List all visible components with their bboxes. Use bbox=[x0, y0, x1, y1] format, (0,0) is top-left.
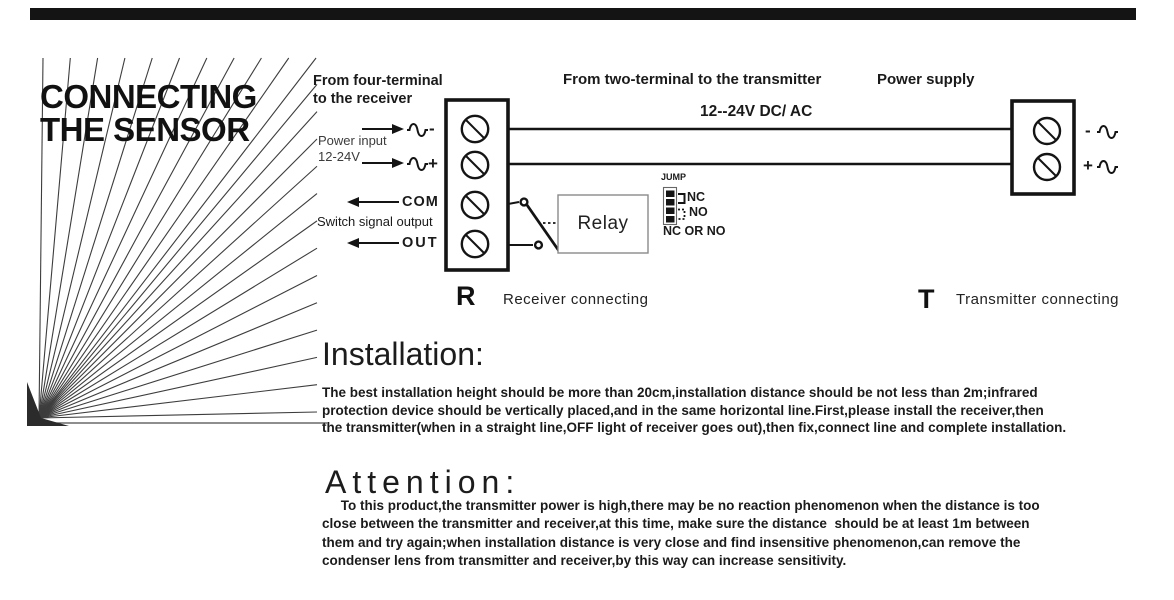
jumper-no-bracket bbox=[678, 208, 686, 220]
out-label: OUT bbox=[402, 235, 439, 251]
transmitter-letter: T bbox=[918, 284, 935, 314]
from-two-terminal-label: From two-terminal to the transmitter bbox=[563, 71, 822, 88]
screw-terminal-icon bbox=[460, 190, 490, 220]
attention-body: To this product,the transmitter power is… bbox=[322, 498, 1040, 569]
receiver-caption: Receiver connecting bbox=[503, 291, 649, 308]
receiver-plus-sign: + bbox=[428, 154, 438, 173]
power-supply-label: Power supply bbox=[877, 71, 975, 88]
transmitter-caption: Transmitter connecting bbox=[956, 291, 1120, 308]
screw-terminal-icon bbox=[1032, 152, 1062, 182]
jumper-nc-label: NC bbox=[687, 190, 706, 204]
ac-sine-icon bbox=[1097, 125, 1118, 139]
power-input-label-line1: Power input bbox=[318, 133, 387, 148]
relay-box bbox=[557, 194, 649, 254]
sunburst-graphic bbox=[27, 57, 327, 426]
page-title: CONNECTING THE SENSOR bbox=[40, 80, 257, 146]
attention-heading: Attention: bbox=[325, 464, 521, 500]
arrow-right-icon bbox=[362, 124, 404, 134]
switch-signal-output-label: Switch signal output bbox=[317, 214, 433, 229]
voltage-label: 12--24V DC/ AC bbox=[700, 103, 813, 120]
sunburst-origin-blob bbox=[27, 382, 69, 426]
power-input-label-line2: 12-24V bbox=[318, 149, 360, 164]
ac-sine-icon bbox=[407, 157, 428, 171]
arrow-left-icon bbox=[347, 238, 399, 248]
installation-body: The best installation height should be m… bbox=[322, 385, 1067, 436]
ac-sine-icon bbox=[407, 123, 428, 137]
ac-sine-icon bbox=[1097, 160, 1118, 174]
from-four-terminal-label-line1: From four-terminal bbox=[313, 73, 443, 89]
wiring-diagram bbox=[347, 98, 1118, 272]
top-border-bar bbox=[30, 8, 1136, 20]
arrow-left-icon bbox=[347, 197, 399, 207]
screw-terminal-icon bbox=[460, 229, 490, 259]
page-title-line1: CONNECTING bbox=[40, 78, 257, 115]
receiver-letter: R bbox=[456, 281, 476, 311]
transmitter-minus-sign: - bbox=[1085, 121, 1091, 140]
page-title-line2: THE SENSOR bbox=[40, 111, 250, 148]
sunburst-rays bbox=[38, 57, 318, 419]
jumper-nc-bracket bbox=[678, 193, 686, 204]
screw-terminal-icon bbox=[460, 150, 490, 180]
receiver-minus-sign: - bbox=[429, 119, 435, 138]
screw-terminal-icon bbox=[1032, 116, 1062, 146]
jumper-pins bbox=[662, 186, 686, 226]
jumper-no-label: NO bbox=[689, 205, 708, 219]
jump-label: JUMP bbox=[661, 172, 687, 182]
nc-or-no-label: NC OR NO bbox=[663, 224, 726, 238]
relay-label: Relay bbox=[577, 213, 629, 234]
com-label: COM bbox=[402, 194, 439, 210]
screw-terminal-icon bbox=[460, 114, 490, 144]
installation-heading: Installation: bbox=[322, 336, 484, 372]
transmitter-plus-sign: + bbox=[1083, 156, 1093, 175]
arrow-right-icon bbox=[362, 158, 404, 168]
relay-switch-symbol bbox=[507, 197, 561, 252]
from-four-terminal-label-line2: to the receiver bbox=[313, 91, 413, 107]
